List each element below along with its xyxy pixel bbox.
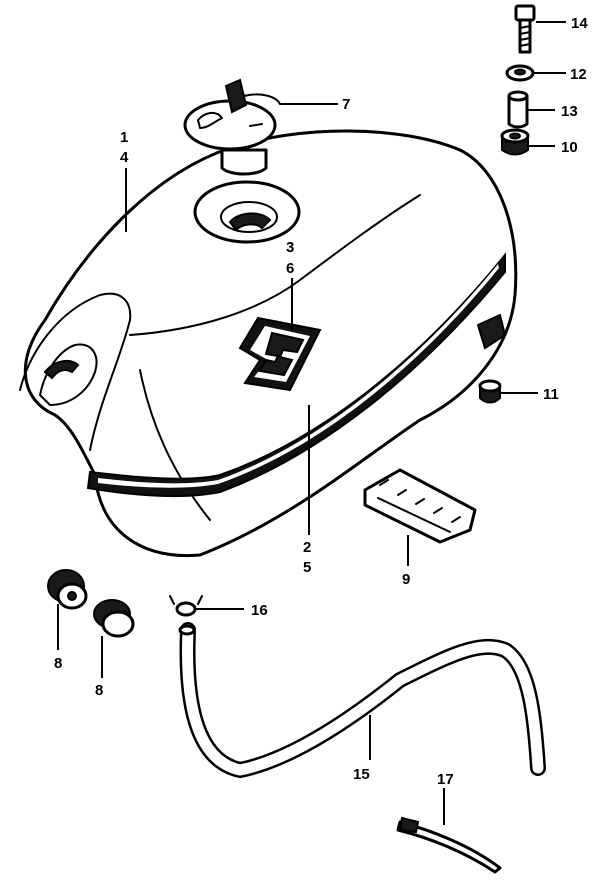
callout-14: 14 bbox=[571, 15, 588, 32]
cap-plug-left bbox=[47, 569, 88, 610]
callout-10: 10 bbox=[561, 139, 578, 156]
fuel-hose bbox=[178, 622, 546, 778]
cushion bbox=[500, 128, 530, 156]
cushion-rubber bbox=[363, 468, 477, 544]
callout-11: 11 bbox=[543, 386, 559, 403]
callout-5: 5 bbox=[303, 559, 311, 576]
grommet bbox=[478, 379, 502, 404]
callout-15: 15 bbox=[353, 766, 370, 783]
callout-labels: 1 4 3 6 2 5 7 8 8 9 10 11 12 13 14 15 16… bbox=[54, 15, 588, 788]
cap-plug-right bbox=[93, 599, 135, 638]
callout-8-right: 8 bbox=[95, 682, 103, 699]
clip bbox=[169, 595, 203, 617]
callout-2: 2 bbox=[303, 539, 311, 556]
callout-7: 7 bbox=[342, 96, 350, 113]
spacer bbox=[507, 90, 529, 129]
leader-lines bbox=[57, 21, 566, 825]
callout-17: 17 bbox=[437, 771, 454, 788]
bolt bbox=[514, 4, 536, 54]
callout-6: 6 bbox=[286, 260, 294, 277]
callout-4: 4 bbox=[120, 149, 129, 166]
callout-3: 3 bbox=[286, 239, 294, 256]
fuel-tank bbox=[19, 129, 518, 558]
callout-9: 9 bbox=[402, 571, 410, 588]
callout-8-left: 8 bbox=[54, 655, 62, 672]
callout-13: 13 bbox=[561, 103, 578, 120]
callout-16: 16 bbox=[251, 602, 268, 619]
washer bbox=[505, 64, 535, 82]
band bbox=[396, 816, 502, 874]
fuel-cap bbox=[183, 78, 281, 176]
callout-1: 1 bbox=[120, 129, 128, 146]
callout-12: 12 bbox=[570, 66, 587, 83]
